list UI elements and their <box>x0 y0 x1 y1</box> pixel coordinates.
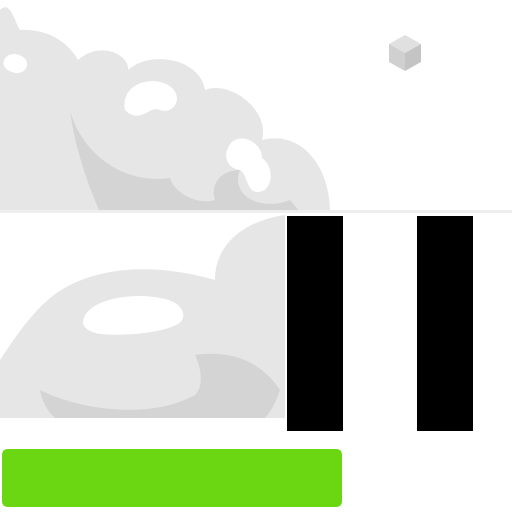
upper-cloud-icon <box>0 7 512 213</box>
cube-icon <box>389 35 421 71</box>
pause-icon-right-bar <box>417 216 473 431</box>
lower-cloud-icon <box>0 215 285 418</box>
health-bar-fill <box>2 449 342 507</box>
health-bar <box>2 449 342 507</box>
pause-icon-left-bar <box>287 216 343 431</box>
